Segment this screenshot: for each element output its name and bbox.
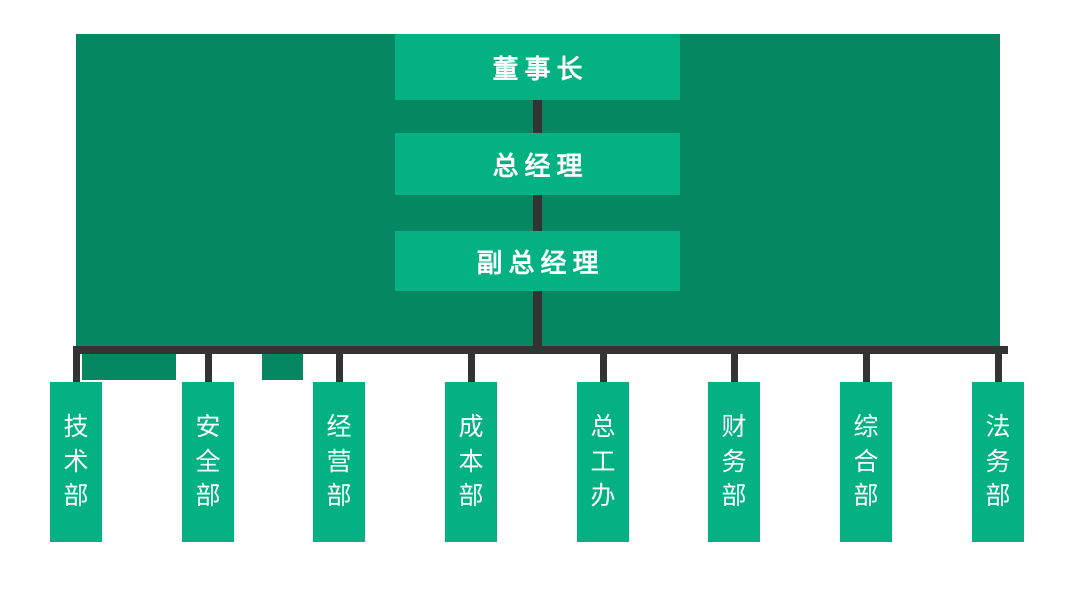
dept-char: 部 (195, 482, 221, 511)
bus-bar (76, 346, 1008, 354)
exec-box-chairman[interactable]: 董事长 (395, 34, 680, 100)
dept-char: 安 (195, 413, 221, 442)
drop-line-safety (205, 346, 212, 386)
drop-line-general (863, 346, 870, 386)
dept-char: 部 (853, 482, 879, 511)
dept-char: 部 (326, 482, 352, 511)
dept-char: 部 (721, 482, 747, 511)
connector-chairman-to-gm (533, 100, 542, 133)
drop-line-tech (73, 346, 80, 386)
dept-char: 综 (853, 413, 879, 442)
drop-line-chief-eng (600, 346, 607, 386)
dept-box-safety[interactable]: 安 全 部 (182, 382, 234, 542)
dept-char: 经 (326, 413, 352, 442)
dept-char: 营 (326, 447, 352, 476)
dept-char: 工 (590, 447, 616, 476)
dept-char: 本 (458, 447, 484, 476)
dept-char: 合 (853, 447, 879, 476)
dept-char: 务 (721, 447, 747, 476)
dept-box-legal[interactable]: 法 务 部 (972, 382, 1024, 542)
dept-char: 部 (985, 482, 1011, 511)
dept-box-chief-eng[interactable]: 总 工 办 (577, 382, 629, 542)
trunk-line (533, 291, 542, 348)
dept-char: 部 (458, 482, 484, 511)
drop-line-legal (995, 346, 1002, 386)
exec-box-deputy-gm[interactable]: 副总经理 (395, 231, 680, 291)
dept-char: 部 (63, 482, 89, 511)
connector-gm-to-deputy (533, 195, 542, 231)
dept-char: 术 (63, 447, 89, 476)
dept-char: 总 (590, 413, 616, 442)
dept-box-general[interactable]: 综 合 部 (840, 382, 892, 542)
dept-box-tech[interactable]: 技 术 部 (50, 382, 102, 542)
drop-line-finance (731, 346, 738, 386)
dept-char: 法 (985, 413, 1011, 442)
drop-line-cost (468, 346, 475, 386)
dept-char: 成 (458, 413, 484, 442)
dept-char: 办 (590, 482, 616, 511)
drop-line-operations (336, 346, 343, 386)
exec-box-general-manager[interactable]: 总经理 (395, 133, 680, 195)
dept-box-operations[interactable]: 经 营 部 (313, 382, 365, 542)
dept-char: 全 (195, 447, 221, 476)
dept-box-finance[interactable]: 财 务 部 (708, 382, 760, 542)
dept-char: 务 (985, 447, 1011, 476)
dept-char: 技 (63, 413, 89, 442)
dept-char: 财 (721, 413, 747, 442)
dept-box-cost[interactable]: 成 本 部 (445, 382, 497, 542)
